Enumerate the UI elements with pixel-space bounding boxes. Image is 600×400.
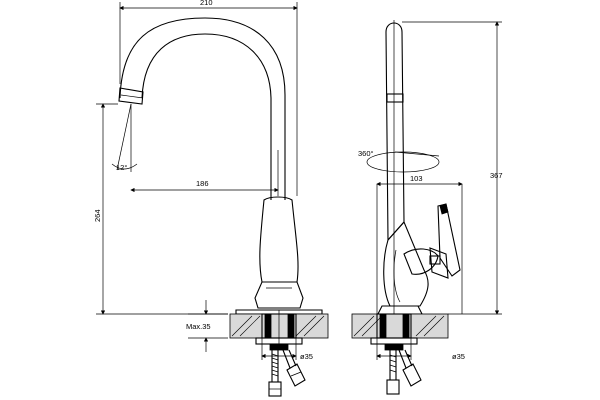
dim-rotation: 360° — [358, 149, 374, 158]
side-body — [383, 220, 429, 307]
dim-spout-reach: 186 — [196, 179, 209, 188]
side-spout — [385, 22, 405, 242]
front-body — [259, 196, 299, 283]
dim-base-to-lever: 103 — [410, 174, 423, 183]
front-spout-inner — [141, 33, 272, 200]
front-view: 210 264 12° 186 Max.35 ø35 — [93, 0, 329, 397]
rotation-indicator — [366, 151, 440, 173]
front-body-lower — [254, 281, 304, 309]
side-body-inner — [393, 249, 401, 303]
side-countertop-hatch — [353, 315, 445, 337]
side-base — [377, 305, 423, 315]
side-lever — [437, 203, 461, 277]
dim-spout-height: 264 — [93, 209, 102, 222]
side-nut — [370, 337, 418, 345]
front-spout-outer — [119, 17, 286, 200]
dim-total-height: 367 — [490, 171, 503, 180]
dim-hole-diameter-side: ø35 — [452, 352, 465, 361]
dim-overall-width: 210 — [200, 0, 213, 7]
dim-mount-thickness: Max.35 — [186, 322, 211, 331]
front-spout-tip — [118, 87, 144, 105]
dim-hole-diameter-front: ø35 — [300, 352, 313, 361]
front-countertop-hatch — [231, 315, 325, 337]
dim-spout-angle: 12° — [116, 163, 127, 172]
side-view: 360° — [351, 20, 503, 395]
side-spout-ring — [386, 93, 404, 103]
